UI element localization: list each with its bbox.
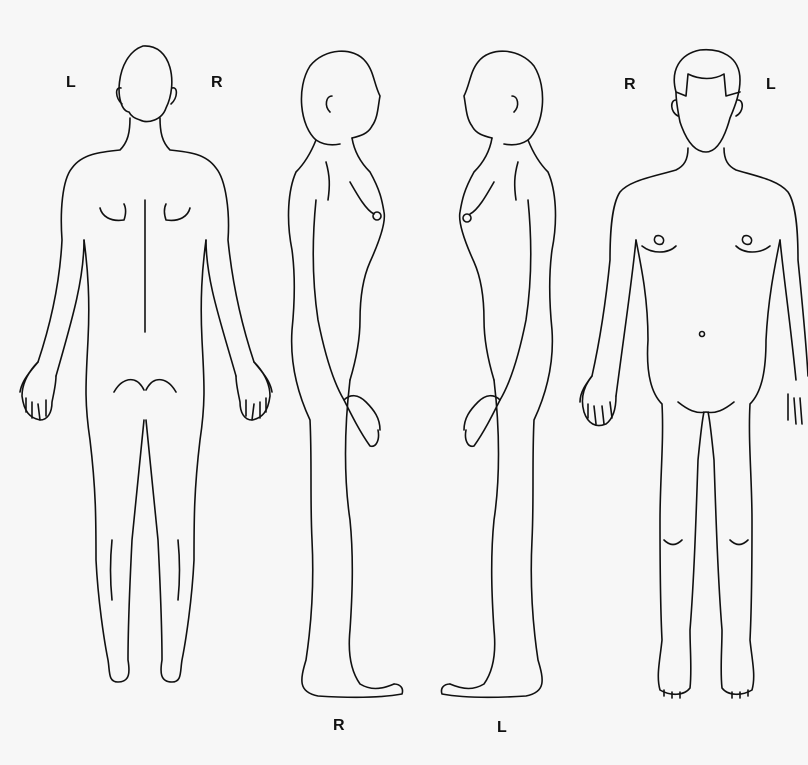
posterior-view-figure	[20, 46, 272, 682]
anterior-right-label: R	[624, 77, 636, 93]
anterior-view-figure	[580, 50, 808, 698]
left-lateral-view-figure	[441, 51, 555, 697]
right-lateral-view-label: R	[333, 718, 345, 734]
posterior-right-label: R	[211, 75, 223, 91]
right-lateral-view-figure	[289, 51, 403, 697]
left-lateral-view-label: L	[497, 720, 507, 736]
anterior-left-label: L	[766, 77, 776, 93]
posterior-left-label: L	[66, 75, 76, 91]
